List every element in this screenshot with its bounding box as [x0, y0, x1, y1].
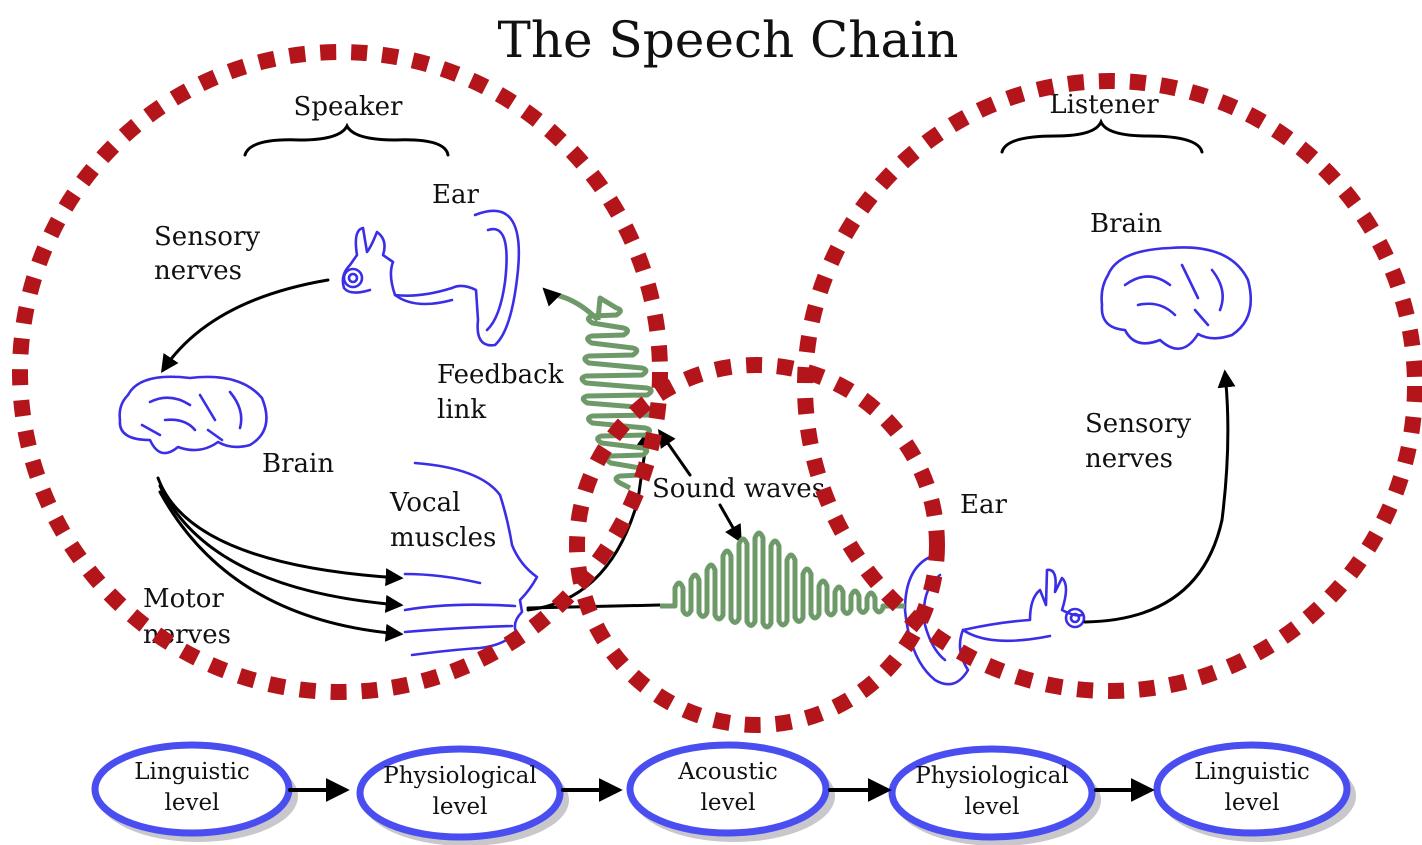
level-1-line-2: level [165, 790, 220, 816]
vocal-label-2: muscles [390, 523, 496, 553]
level-5-line-1: Linguistic [1194, 759, 1310, 785]
listener-bracket [1000, 118, 1204, 154]
speaker-brain-icon [118, 375, 268, 455]
listener-ear-label: Ear [960, 490, 1007, 520]
speaker-bracket [243, 122, 450, 157]
vocal-label-1: Vocal [389, 488, 460, 518]
feedback-arrowhead [542, 287, 562, 307]
feedback-label-2: link [437, 395, 486, 425]
diagram-title: The Speech Chain [497, 11, 958, 69]
level-3-line-1: Acoustic [677, 759, 777, 785]
speaker-sensory-label-1: Sensory [154, 222, 260, 252]
motor-arrow-3 [158, 490, 404, 642]
sound-wave-feedback [579, 295, 655, 491]
speaker-ear-label: Ear [432, 180, 479, 210]
sound-waves-pointer-2 [718, 503, 742, 544]
level-2-line-2: level [433, 794, 488, 820]
level-4-line-1: Physiological [915, 763, 1069, 789]
level-pill-5: Linguistic level [1153, 741, 1356, 842]
vocal-tract-icon [403, 461, 539, 657]
level-1-line-1: Linguistic [134, 759, 250, 785]
level-pill-2: Physiological level [356, 745, 569, 845]
sound-waves-label: Sound waves [652, 474, 825, 504]
speaker-dashed-circle [12, 44, 668, 700]
acoustic-dashed-circle [569, 357, 945, 733]
listener-dashed-circle [797, 73, 1422, 699]
level-5-line-2: level [1225, 790, 1280, 816]
listener-brain-label: Brain [1090, 209, 1162, 239]
sound-waves-pointer-1 [657, 429, 692, 477]
speaker-sensory-label-2: nerves [154, 256, 242, 286]
motor-arrow-2 [158, 484, 404, 613]
sensory-arrow-listener [1083, 369, 1236, 624]
level-3-line-2: level [701, 790, 756, 816]
level-row: Linguistic level Physiological level Aco… [91, 741, 1356, 845]
arrows [156, 278, 1236, 642]
speaker-heading: Speaker [294, 92, 403, 122]
listener-sensory-label-2: nerves [1085, 444, 1173, 474]
level-4-line-2: level [965, 794, 1020, 820]
sensory-arrow-speaker [160, 278, 330, 373]
motor-label-1: Motor [143, 584, 224, 614]
level-pill-3: Acoustic level [626, 741, 835, 842]
listener-brain-icon [1100, 246, 1252, 350]
level-pill-1: Linguistic level [91, 741, 298, 842]
listener-ear-icon [903, 553, 1086, 686]
sound-wave-horizontal [660, 530, 888, 630]
listener-heading: Listener [1049, 90, 1159, 120]
speaker-ear-icon [341, 209, 521, 347]
motor-arrow-1 [156, 476, 404, 587]
level-pill-4: Physiological level [888, 745, 1101, 845]
feedback-label-1: Feedback [437, 360, 564, 390]
speaker-brain-label: Brain [262, 449, 334, 479]
feedback-wave-tail [555, 292, 600, 322]
listener-sensory-label-1: Sensory [1085, 409, 1191, 439]
level-2-line-1: Physiological [383, 763, 537, 789]
